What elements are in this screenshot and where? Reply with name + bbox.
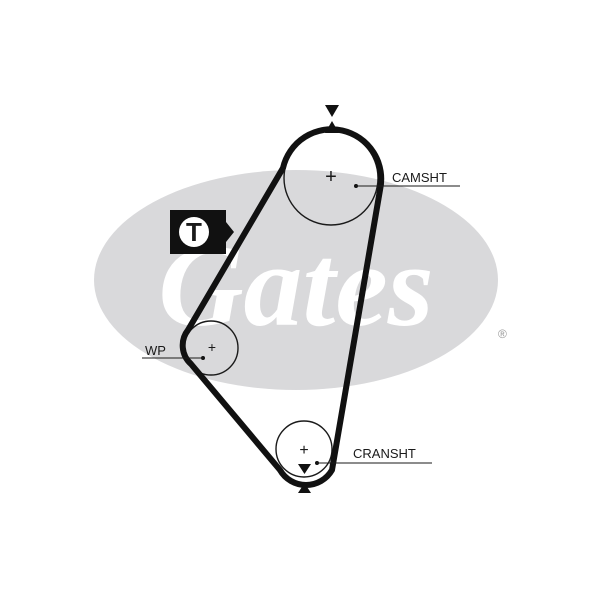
water-pump-label: WP — [145, 343, 166, 358]
tensioner-icon: T — [170, 210, 234, 254]
triangle-marker-icon — [325, 105, 339, 117]
crankshaft-callout: CRANSHT — [315, 446, 432, 465]
triangle-marker-icon — [298, 483, 311, 493]
water-pump-callout: WP — [142, 343, 205, 360]
camshaft-callout: CAMSHT — [354, 170, 460, 188]
water-pump-center-mark: + — [208, 339, 216, 355]
registered-mark: ® — [498, 327, 507, 341]
crankshaft-label: CRANSHT — [353, 446, 416, 461]
tensioner-letter: T — [186, 217, 202, 247]
camshaft-label: CAMSHT — [392, 170, 447, 185]
triangle-marker-icon — [325, 121, 339, 133]
tensioner-badge-circle — [179, 217, 209, 247]
triangle-marker-icon — [298, 464, 311, 474]
crankshaft-center-mark: + — [299, 442, 308, 459]
camshaft-center-mark: + — [325, 166, 337, 188]
crankshaft-pulley — [275, 420, 333, 478]
